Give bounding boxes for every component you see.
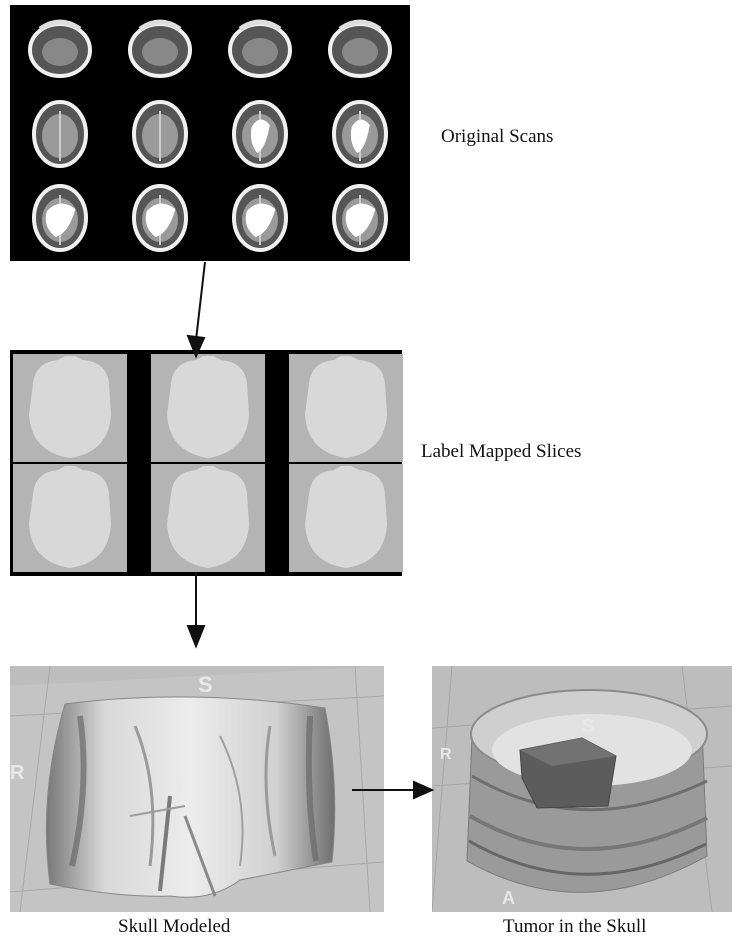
label-mapped-slice — [289, 354, 403, 462]
scan-slice — [310, 7, 410, 91]
scan-slice — [310, 91, 410, 175]
label-mapped-slice — [13, 464, 127, 572]
label-mapped-slices-image — [10, 350, 402, 576]
original-scans-image — [10, 5, 410, 261]
tumor-in-skull-render: S R A — [432, 666, 732, 912]
orientation-label-r-tumor: R — [440, 746, 452, 764]
scan-slice — [110, 91, 210, 175]
orientation-label-s: S — [198, 672, 213, 698]
scan-slice — [210, 175, 310, 259]
arrow-head-slices-to-skull — [188, 626, 204, 646]
scan-slice — [10, 7, 110, 91]
label-mapped-slice — [151, 464, 265, 572]
tumor-in-skull-caption: Tumor in the Skull — [503, 916, 646, 938]
scan-slice — [10, 175, 110, 259]
orientation-label-a-tumor: A — [502, 888, 515, 909]
scan-slice — [210, 7, 310, 91]
scan-slice — [110, 7, 210, 91]
scan-slice — [110, 175, 210, 259]
orientation-label-a: A — [170, 776, 184, 799]
skull-modeled-render: S A R — [10, 666, 384, 912]
arrow-head-skull-to-tumor — [414, 782, 432, 798]
original-scans-caption: Original Scans — [441, 126, 553, 148]
label-mapped-slice — [289, 464, 403, 572]
orientation-label-s-tumor: S — [582, 716, 594, 737]
label-mapped-slice — [151, 354, 265, 462]
label-mapped-slices-caption: Label Mapped Slices — [421, 441, 581, 463]
arrow-scans-to-slices — [196, 262, 205, 340]
skull-modeled-caption: Skull Modeled — [118, 916, 230, 938]
scan-slice — [210, 91, 310, 175]
scan-slice — [10, 91, 110, 175]
label-mapped-slice — [13, 354, 127, 462]
orientation-label-r: R — [10, 762, 24, 785]
scan-slice — [310, 175, 410, 259]
